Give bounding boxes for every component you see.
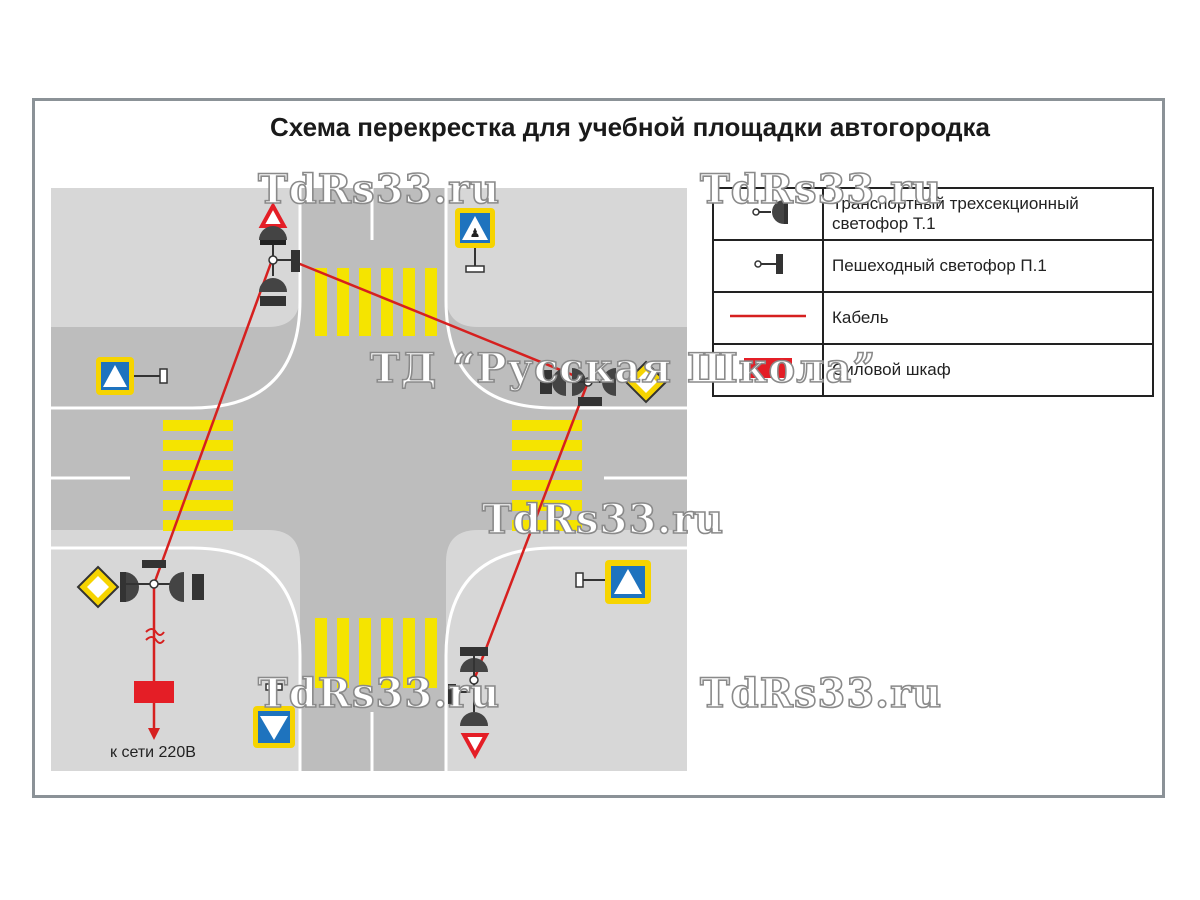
cable-line-icon	[730, 314, 806, 317]
legend-label: Кабель	[822, 291, 1154, 345]
power-cabinet-icon	[134, 681, 174, 703]
legend-table: Транспортный трехсекционный светофор Т.1…	[712, 187, 1154, 397]
legend-symbol	[712, 187, 824, 241]
children-sign-south	[253, 683, 295, 748]
legend-symbol	[712, 291, 824, 345]
legend-label: Транспортный трехсекционный светофор Т.1	[822, 187, 1154, 241]
give-way-sign-icon	[460, 733, 490, 760]
crosswalk-east	[512, 420, 582, 531]
cable-lines	[152, 259, 591, 690]
sidewalk-nw	[51, 188, 300, 327]
traffic-light-sw	[76, 560, 204, 740]
pedestrian-light-p1-icon	[754, 253, 783, 274]
svg-text:♟: ♟	[470, 226, 481, 240]
curb-lines	[51, 188, 687, 771]
legend-row: Кабель	[712, 291, 1154, 345]
crosswalk-south	[315, 618, 437, 688]
legend-symbol	[712, 239, 824, 293]
power-cabinet-icon	[744, 357, 792, 378]
power-caption: к сети 220В	[110, 744, 196, 761]
legend-label: Пешеходный светофор П.1	[822, 239, 1154, 293]
children-sign-west	[96, 357, 168, 395]
legend-label: Силовой шкаф	[822, 343, 1154, 397]
legend-row: Силовой шкаф	[712, 343, 1154, 397]
traffic-light-south	[448, 647, 490, 760]
page-title: Схема перекрестка для учебной площадки а…	[270, 112, 990, 142]
legend-symbol	[712, 343, 824, 397]
legend-row: Транспортный трехсекционный светофор Т.1	[712, 187, 1154, 241]
legend-row: Пешеходный светофор П.1	[712, 239, 1154, 293]
children-sign-east	[575, 560, 651, 604]
traffic-light-east	[540, 360, 668, 406]
crossing-sign-north: ♟	[455, 208, 495, 273]
traffic-light-nw	[258, 201, 300, 306]
sidewalk-ne	[446, 188, 687, 327]
crosswalk-north	[315, 268, 437, 336]
traffic-light-t1-icon	[752, 199, 788, 224]
